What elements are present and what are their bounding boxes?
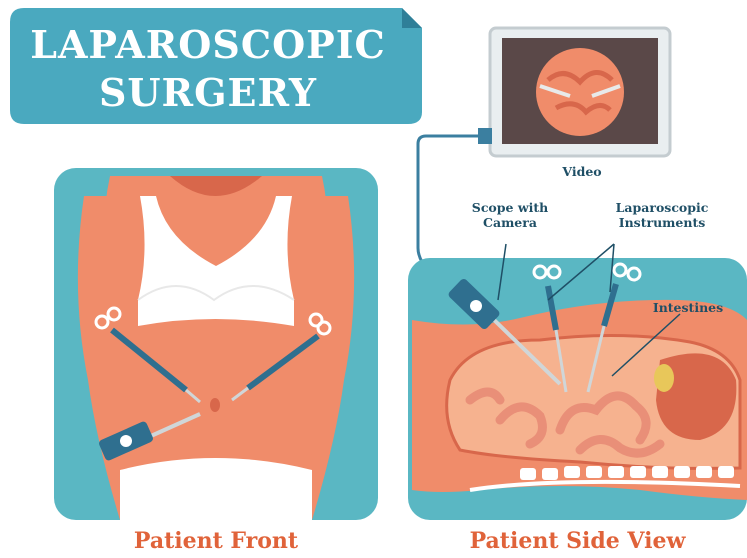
patient-front-caption: Patient Front bbox=[54, 528, 378, 554]
intestines-label: Intestines bbox=[640, 300, 736, 315]
patient-side-caption: Patient Side View bbox=[408, 528, 747, 554]
scope-label-line2: Camera bbox=[462, 215, 558, 230]
scope-label: Scope with Camera bbox=[462, 200, 558, 230]
scope-label-line1: Scope with bbox=[462, 200, 558, 215]
video-label: Video bbox=[552, 164, 612, 179]
patient-side-panel bbox=[408, 244, 747, 520]
title-line-1: LAPAROSCOPIC bbox=[18, 22, 398, 67]
title-line-2: SURGERY bbox=[18, 70, 398, 115]
instruments-label-line2: Instruments bbox=[604, 215, 720, 230]
video-monitor bbox=[478, 28, 670, 156]
patient-front-panel bbox=[54, 168, 378, 520]
instruments-label: Laparoscopic Instruments bbox=[604, 200, 720, 230]
instruments-label-line1: Laparoscopic bbox=[604, 200, 720, 215]
